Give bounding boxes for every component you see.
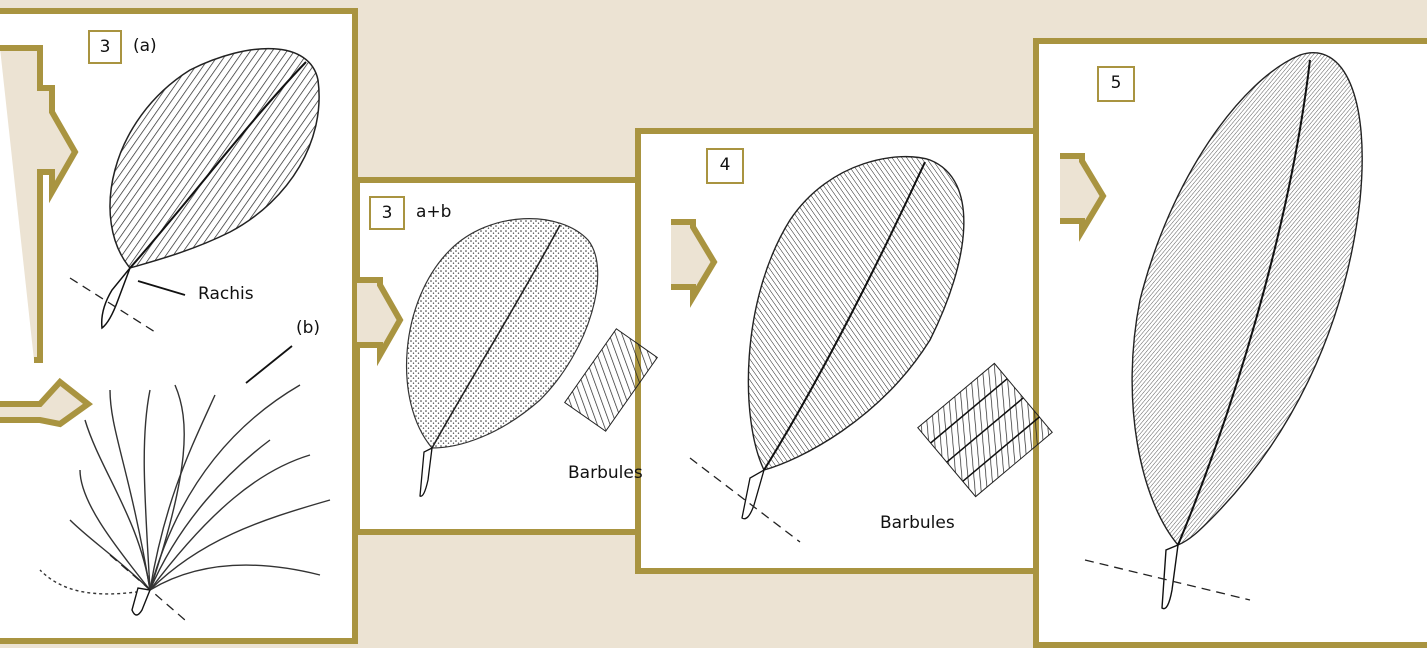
stage-5-number: 5 [1097, 66, 1135, 102]
arrow-icon [0, 382, 88, 424]
arrow-icon [1060, 156, 1103, 231]
barbules-label-4: Barbules [880, 513, 955, 533]
arrow-icon [671, 222, 714, 297]
feather-3ab [407, 219, 658, 497]
b-leader-line [246, 346, 292, 383]
arrow-icon [357, 280, 400, 355]
stage-4-number: 4 [706, 148, 744, 184]
arrow-icon [0, 48, 75, 360]
plume-b-label: (b) [296, 318, 320, 338]
stage-3a-qualifier: (a) [133, 36, 157, 56]
feather-3a [70, 49, 319, 332]
feather-3b [40, 385, 330, 620]
rachis-leader-line [138, 281, 185, 295]
barbules-label-3ab: Barbules [568, 463, 643, 483]
feather-5 [1085, 53, 1362, 609]
feather-4 [690, 157, 1052, 542]
stage-3a-number: 3 [88, 30, 122, 64]
stage-3ab-number: 3 [369, 196, 405, 230]
stage-3ab-qualifier: a+b [416, 202, 451, 222]
rachis-label: Rachis [198, 284, 254, 304]
